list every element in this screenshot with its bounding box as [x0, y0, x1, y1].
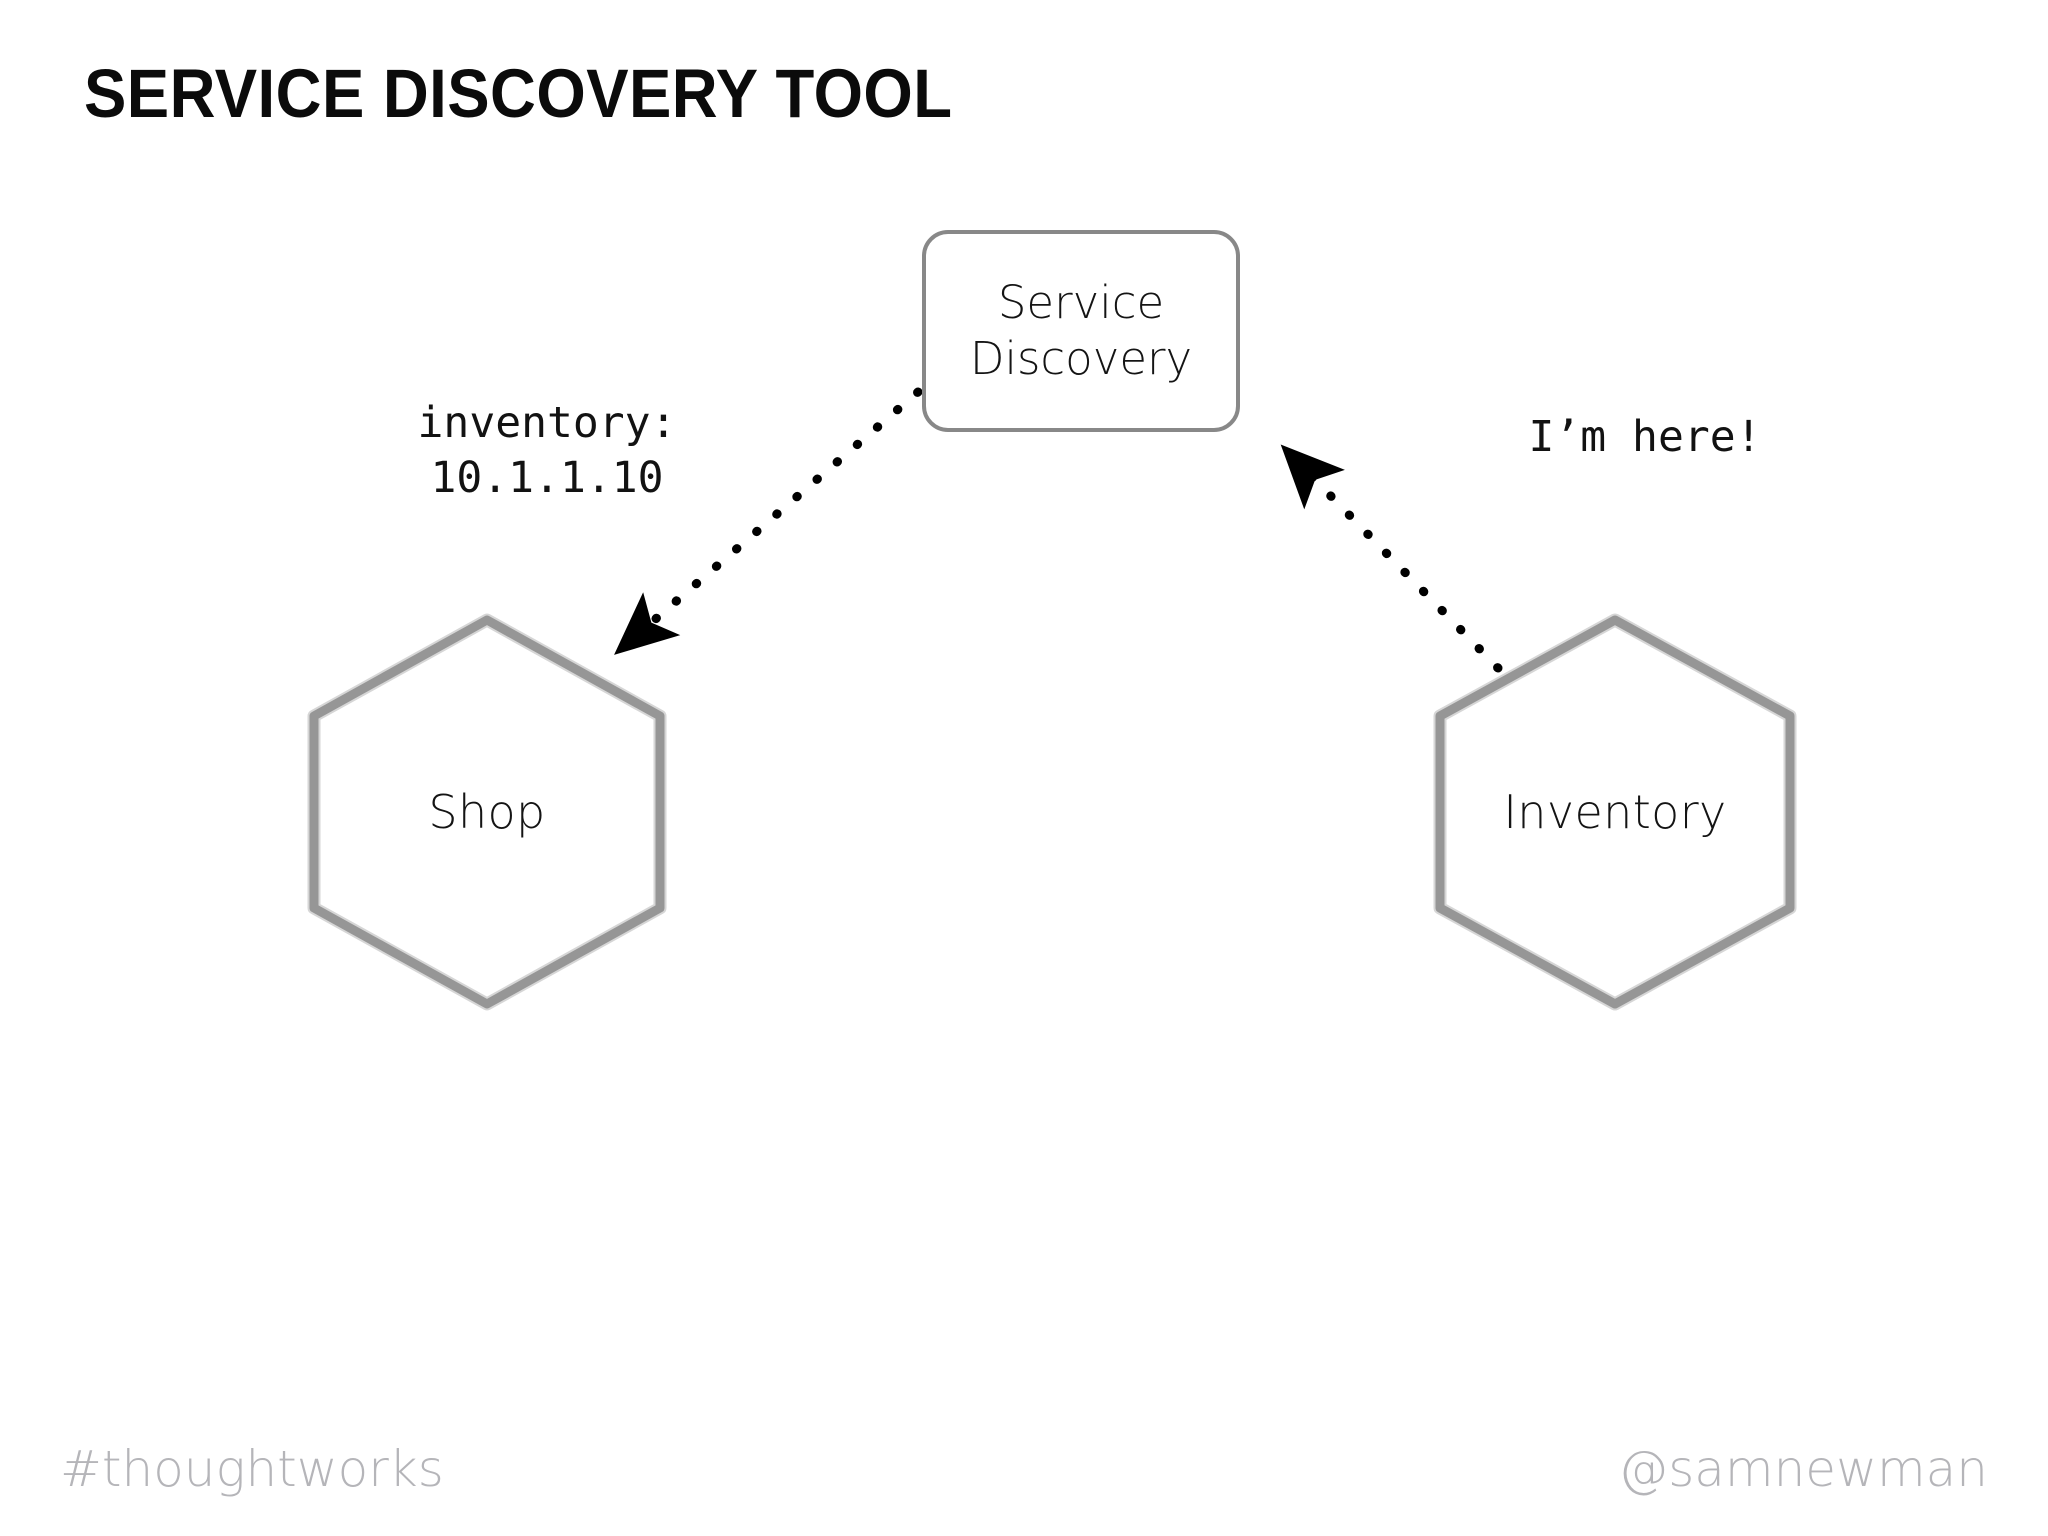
inventory-node-label: Inventory [1503, 785, 1727, 839]
connection-label-lookup-response: inventory: 10.1.1.10 [417, 398, 677, 504]
hexagon-outline [309, 615, 665, 1009]
footer-hashtag: #thoughtworks [60, 1440, 444, 1498]
inventory-node[interactable]: Inventory [1432, 612, 1798, 1012]
service-discovery-node[interactable]: Service Discovery [922, 230, 1240, 432]
service-discovery-label: Service Discovery [969, 275, 1193, 385]
footer-handle: @samnewman [1618, 1440, 1988, 1498]
shop-node-label: Shop [428, 785, 546, 839]
page-title: SERVICE DISCOVERY TOOL [84, 55, 953, 132]
connection-label-registration: I’m here! [1528, 412, 1762, 462]
shop-node[interactable]: Shop [306, 612, 668, 1012]
hexagon-outline [1435, 615, 1795, 1009]
